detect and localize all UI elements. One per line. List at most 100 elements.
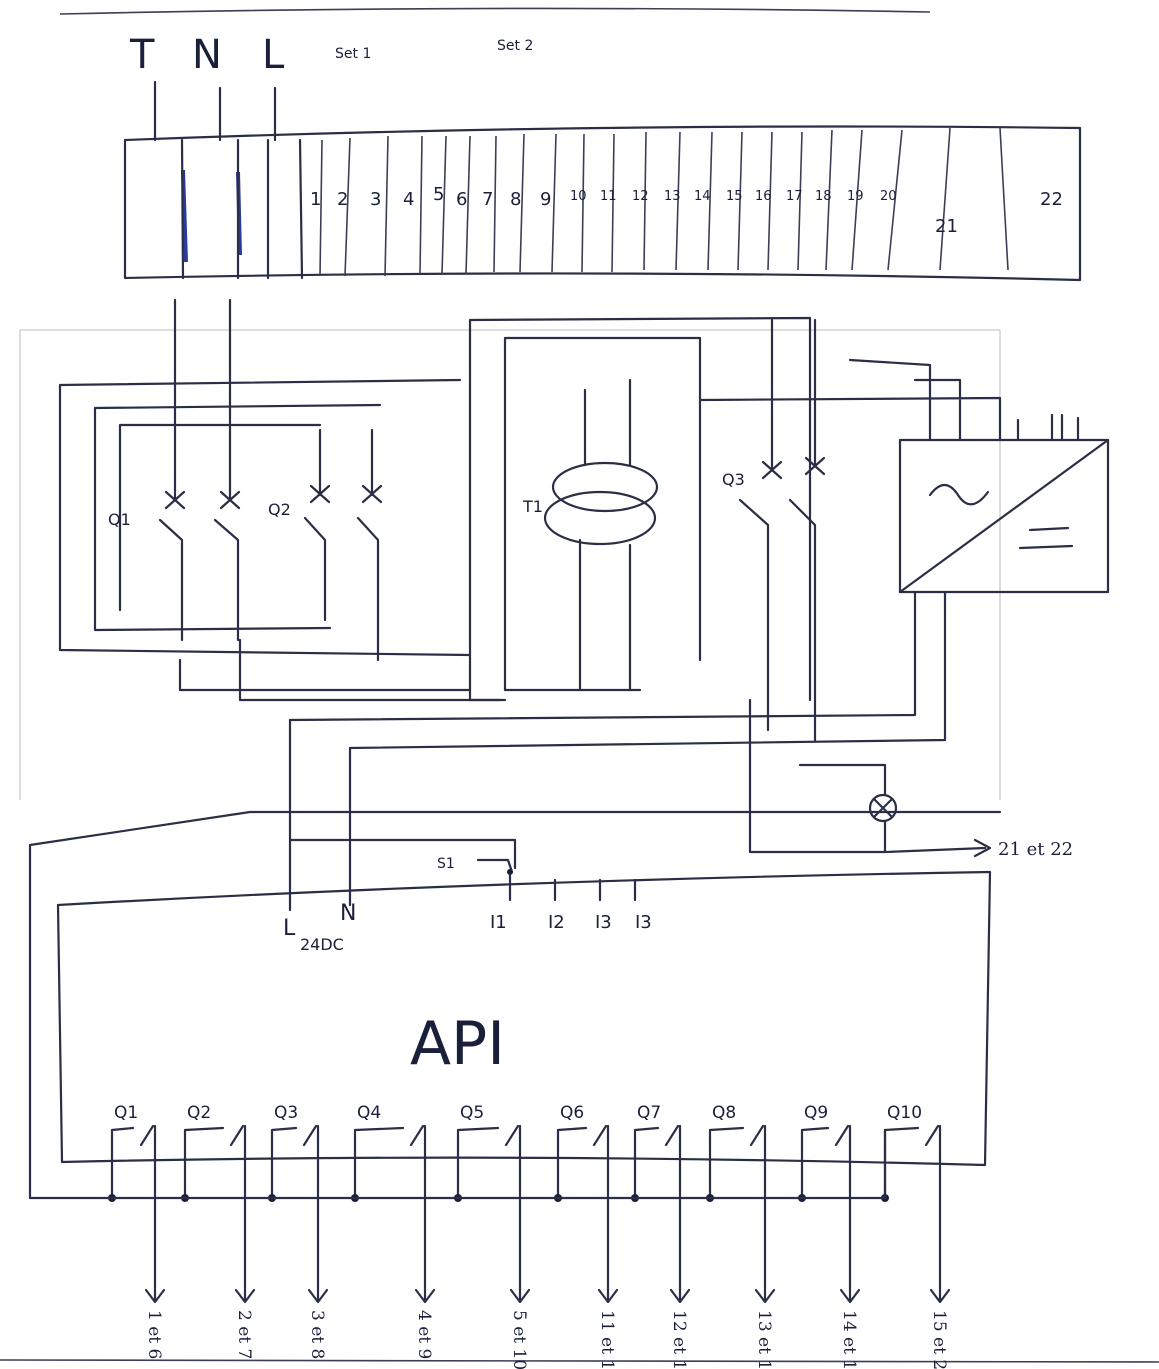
api-output-q3: Q3 3 et 8 [268,1103,329,1359]
api-output-label: Q2 [187,1103,211,1123]
terminal-number: 6 [456,189,467,210]
api-output-q5: Q5 5 et 10 [454,1103,531,1369]
output-destination-label: 5 et 10 [509,1310,529,1369]
output-arrow [929,1288,951,1304]
api-output-label: Q1 [114,1103,138,1123]
breaker-Q3 [738,318,826,742]
terminal-strip [123,125,1082,282]
terminal-number: 13 [664,189,681,204]
switch-S1 [476,858,637,902]
output-destination-label: 15 et 20 [929,1310,949,1369]
terminal-number: 17 [786,189,803,204]
control-wiring [28,718,1002,1200]
api-output-q6: Q6 11 et 16 [554,1103,619,1369]
terminal-number: 4 [403,189,414,210]
api-output-label: Q8 [712,1103,736,1123]
supply-drops [153,80,277,142]
power-wiring-left [58,378,502,702]
output-contact [270,1124,320,1302]
set1-label: Set 1 [335,46,371,62]
terminal-number: 1 [310,189,321,210]
terminal-number: 16 [755,189,772,204]
output-arrow [509,1288,531,1304]
output-arrow [414,1288,436,1304]
paper-edge-bottom [0,1359,1159,1363]
api-input-label: I1 [490,912,507,933]
api-power-label: 24DC [300,935,344,954]
transformer-wiring [468,316,812,702]
api-output-q9: Q9 14 et 19 [798,1103,861,1369]
supply-N-label: N [192,32,222,78]
api-output-label: Q4 [357,1103,381,1123]
output-contact [633,1124,682,1302]
output-contact [353,1124,427,1302]
api-output-q10: Q10 15 et 20 [881,1103,951,1369]
terminal-number: 20 [880,189,897,204]
output-contact [800,1124,852,1302]
api-input-label: I3 [635,912,652,933]
api-input-label: I3 [595,912,612,933]
breaker-Q2 [303,428,383,662]
terminal-number: 12 [632,189,649,204]
ac-dc-converter [898,413,1110,594]
api-L-label: L [283,916,296,941]
output-arrow [144,1288,166,1304]
output-arrow [307,1288,329,1304]
api-plc-box [56,870,992,1167]
output-arrow [669,1288,691,1304]
terminal-number: 8 [510,189,521,210]
output-contact [183,1124,247,1302]
api-output-label: Q7 [637,1103,661,1123]
api-output-label: Q10 [887,1103,922,1123]
q2-label: Q2 [268,500,291,519]
output-arrow [754,1288,776,1304]
terminal-number: 14 [694,189,711,204]
output-common-rail [28,1128,887,1200]
terminal-number: 22 [1040,189,1063,210]
output-destination-label: 3 et 8 [307,1310,327,1359]
api-output-label: Q6 [560,1103,584,1123]
terminal-number: 19 [847,189,864,204]
output-destination-label: 12 et 17 [669,1310,689,1369]
supply-L-label: L [262,32,285,78]
faint-guide-lines [19,329,1001,800]
api-title: API [410,1009,505,1079]
breaker-Q1 [158,298,241,642]
api-output-q7: Q7 12 et 17 [631,1103,691,1369]
paper-edge-top [59,7,931,15]
output-destination-label: 4 et 9 [414,1310,434,1359]
terminal-number: 7 [482,189,493,210]
lamp-output-label: 21 et 22 [998,839,1073,860]
set2-label: Set 2 [497,38,533,54]
t1-label: T1 [522,497,543,516]
output-arrow [597,1288,619,1304]
output-destination-label: 2 et 7 [234,1310,254,1359]
output-contact [556,1124,610,1302]
api-output-label: Q3 [274,1103,298,1123]
output-arrow [839,1288,861,1304]
q3-label: Q3 [722,470,745,489]
api-N-label: N [340,901,356,926]
output-destination-label: 1 et 6 [144,1310,164,1359]
transformer-T1 [543,378,659,692]
output-destination-label: 11 et 16 [597,1310,617,1369]
converter-feed-wiring [698,358,1002,442]
api-output-label: Q9 [804,1103,828,1123]
output-arrow [234,1288,256,1304]
output-contact [883,1124,942,1302]
supply-T-label: T [129,32,155,78]
terminal-number: 2 [337,189,348,210]
terminal-number: 3 [370,189,381,210]
terminal-number: 5 [433,184,444,205]
terminal-number: 15 [726,189,743,204]
output-contact [456,1124,522,1302]
dc-output-wiring [288,590,947,750]
terminal-number: 21 [935,216,958,237]
output-destination-label: 14 et 19 [839,1310,859,1369]
api-output-label: Q5 [460,1103,484,1123]
api-output-q2: Q2 2 et 7 [181,1103,256,1359]
